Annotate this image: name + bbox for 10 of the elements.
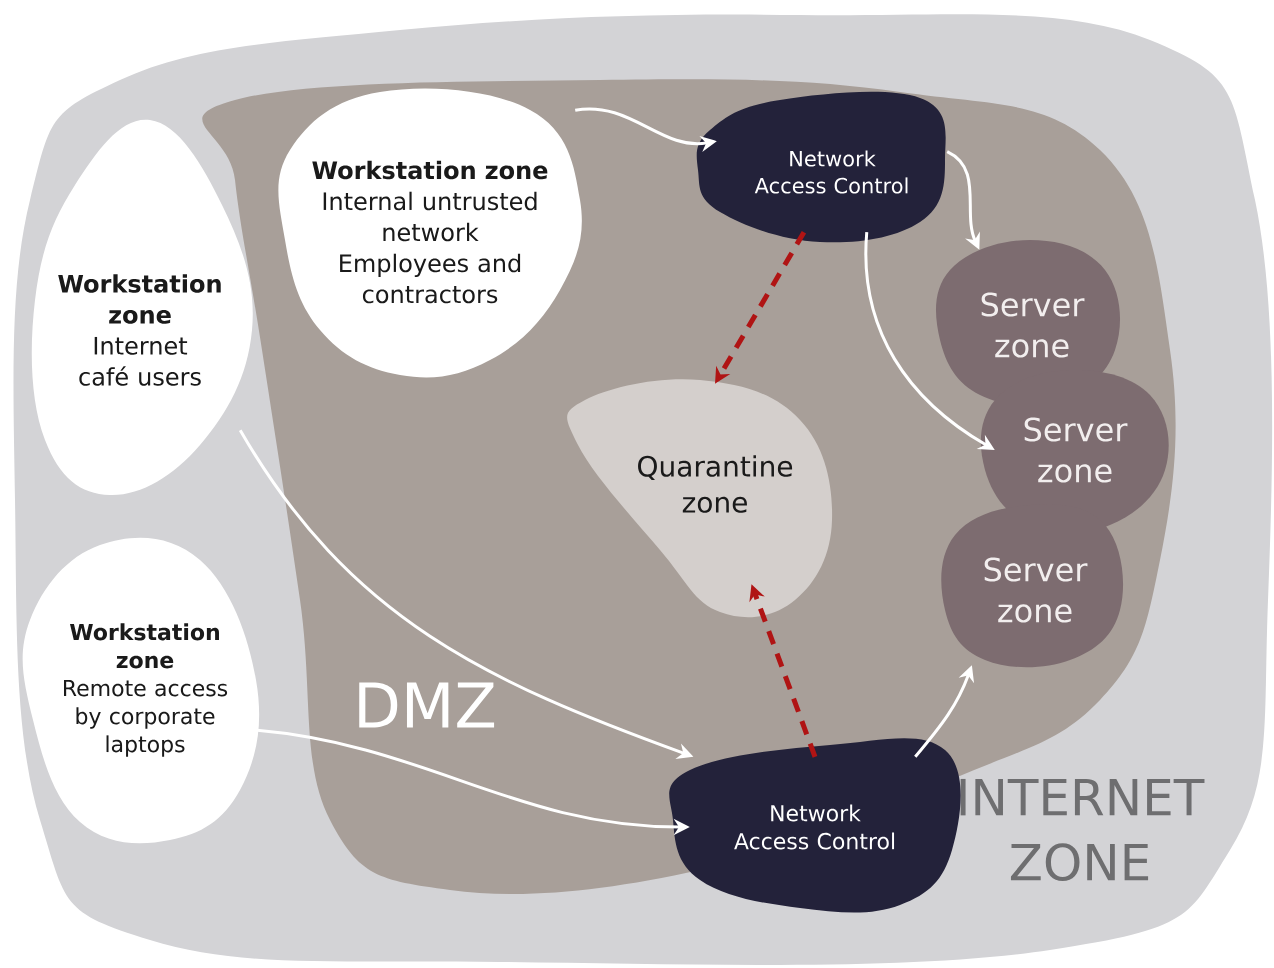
server-zone-blob: Server zone [941, 504, 1124, 668]
zone-blob: Workstation zone Remote access by corporate laptops [22, 537, 260, 844]
access-control-blob: Network Access Control [696, 91, 946, 243]
node-label: Server zone [984, 557, 1088, 623]
quarantine-blob: Quarantine zone [567, 379, 833, 618]
zone-blob: Workstation zone Internet café users [31, 119, 253, 495]
node-label: Server zone [981, 292, 1085, 358]
zone-blob: Workstation zone Internal untrusted network Employees and contractors [278, 88, 582, 378]
access-control-blob: Network Access Control [669, 738, 961, 913]
node-label: Server zone [1024, 417, 1128, 483]
